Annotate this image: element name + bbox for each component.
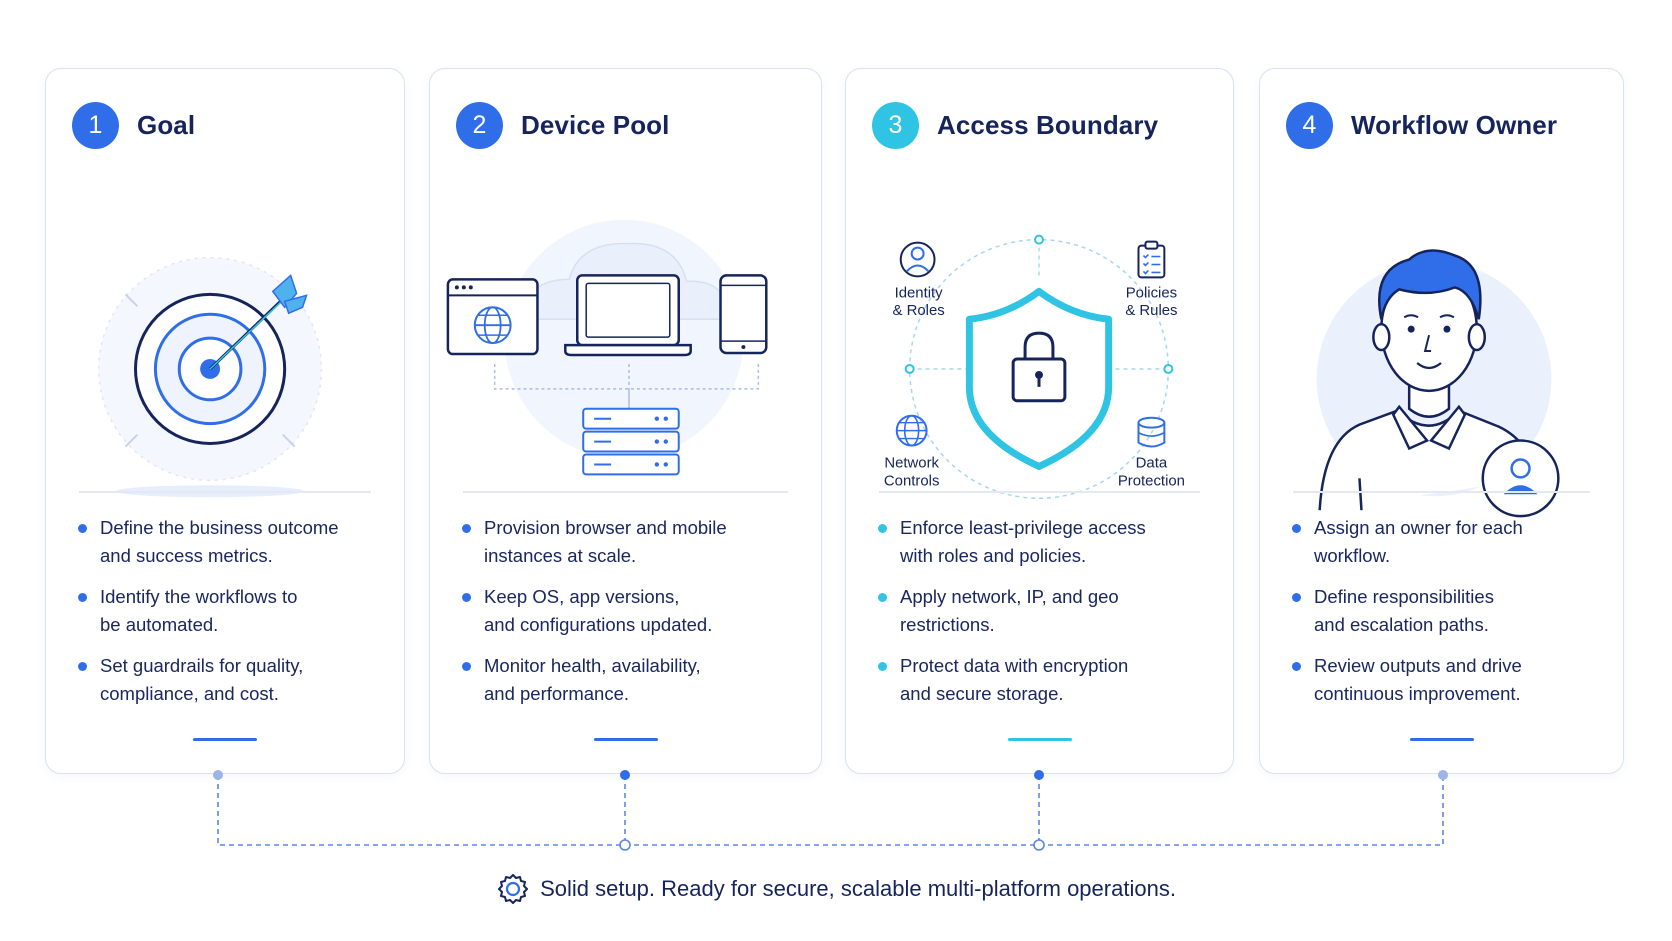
bullet-dot xyxy=(462,524,471,533)
list-item: Set guardrails for quality,compliance, a… xyxy=(78,652,388,708)
bullet-dot xyxy=(78,524,87,533)
card-accent-underline xyxy=(1007,738,1072,741)
card-title: Goal xyxy=(137,110,196,140)
bullet-dot xyxy=(462,662,471,671)
goal-card-header: 1 Goal xyxy=(72,102,195,149)
step-number-badge: 4 xyxy=(1286,102,1333,149)
bullet-dot xyxy=(1292,593,1301,602)
cloud-devices-icon xyxy=(446,219,768,476)
workflow-owner-illustration xyxy=(1260,179,1623,539)
footer-tagline: Solid setup. Ready for secure, scalable … xyxy=(540,876,1176,901)
step-number-badge: 1 xyxy=(72,102,119,149)
bullet-text: Monitor health, availability,and perform… xyxy=(484,655,701,704)
card-accent-underline xyxy=(593,738,658,741)
divider xyxy=(79,491,371,493)
footer: Solid setup. Ready for secure, scalable … xyxy=(0,872,1672,906)
bullet-dot xyxy=(878,593,887,602)
access-boundary-illustration: Identity & Roles Policies & Rules Networ… xyxy=(846,179,1233,539)
list-item: Keep OS, app versions,and configurations… xyxy=(462,583,805,639)
policies-label-line1: Policies xyxy=(1126,284,1177,301)
network-label-line1: Network xyxy=(884,454,939,471)
card-title: Access Boundary xyxy=(937,110,1159,140)
device-pool-card-header: 2 Device Pool xyxy=(456,102,670,149)
bullet-dot xyxy=(1292,524,1301,533)
person-icon xyxy=(1316,249,1560,518)
identity-label-line1: Identity xyxy=(895,284,944,301)
bullet-dot xyxy=(878,524,887,533)
device-pool-illustration xyxy=(430,179,821,539)
step-number-badge: 3 xyxy=(872,102,919,149)
bullet-dot xyxy=(1292,662,1301,671)
bullet-text: Keep OS, app versions,and configurations… xyxy=(484,586,713,635)
bullet-text: Set guardrails for quality,compliance, a… xyxy=(100,655,304,704)
divider xyxy=(879,491,1200,493)
step-number-badge: 2 xyxy=(456,102,503,149)
gear-icon xyxy=(498,874,529,904)
shield-diagram: Identity & Roles Policies & Rules Networ… xyxy=(884,234,1185,500)
card-connector xyxy=(213,770,1448,851)
network-label-line2: Controls xyxy=(884,472,940,489)
workflow-owner-card-header: 4 Workflow Owner xyxy=(1286,102,1557,149)
access-boundary-card-header: 3 Access Boundary xyxy=(872,102,1158,149)
list-item: Monitor health, availability,and perform… xyxy=(462,652,805,708)
divider xyxy=(1293,491,1590,493)
workflow-owner-card: 4 Workflow Owner xyxy=(1259,68,1624,774)
bullet-dot xyxy=(78,593,87,602)
access-boundary-card: 3 Access Boundary Identity & Roles xyxy=(845,68,1234,774)
data-label-line1: Data xyxy=(1136,454,1168,471)
card-title: Device Pool xyxy=(521,110,670,140)
bullet-dot xyxy=(462,593,471,602)
policies-label-line2: & Rules xyxy=(1125,302,1177,319)
card-accent-underline xyxy=(1409,738,1474,741)
bullet-dot xyxy=(878,662,887,671)
device-pool-card: 2 Device Pool xyxy=(429,68,822,774)
identity-label-line2: & Roles xyxy=(893,302,945,319)
target-icon xyxy=(97,256,323,498)
card-accent-underline xyxy=(193,738,257,741)
divider xyxy=(463,491,788,493)
target-illustration xyxy=(46,179,404,539)
bullet-dot xyxy=(78,662,87,671)
card-title: Workflow Owner xyxy=(1351,110,1558,140)
data-label-line2: Protection xyxy=(1118,472,1185,489)
